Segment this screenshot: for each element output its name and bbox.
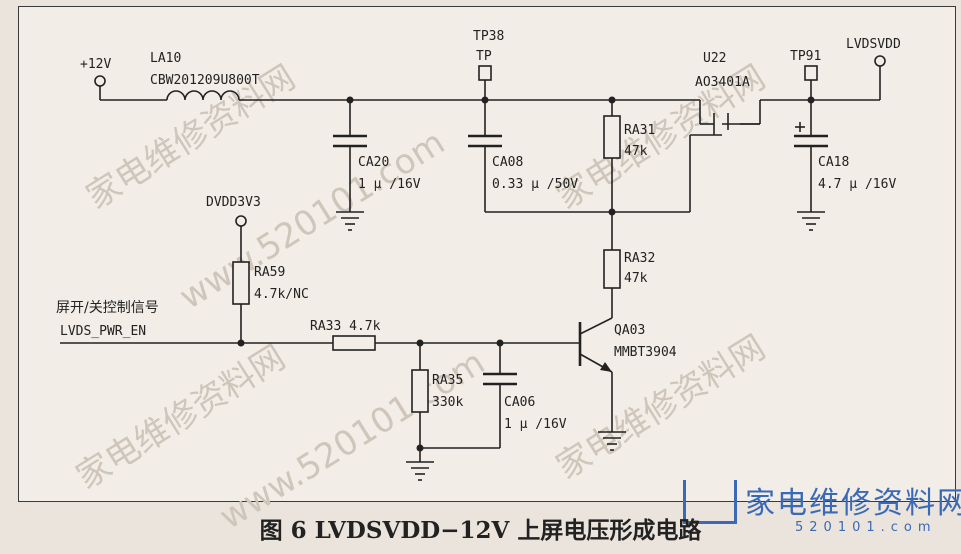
label-tp: TP: [476, 49, 492, 64]
label-la10-part: CBW201209U800T: [150, 73, 260, 88]
label-u22-part: AO3401A: [695, 75, 750, 90]
label-ca06: CA06: [504, 395, 535, 410]
schematic-frame: [18, 6, 956, 502]
label-tp38: TP38: [473, 29, 504, 44]
logo-text: 家电维修资料网: [745, 486, 961, 521]
logo-url: 520101.com: [795, 520, 937, 535]
label-ra32: RA32: [624, 251, 655, 266]
label-ca20: CA20: [358, 155, 389, 170]
label-ca20-val: 1 μ /16V: [358, 177, 421, 192]
label-ra59-val: 4.7k/NC: [254, 287, 309, 302]
label-ca06-val: 1 μ /16V: [504, 417, 567, 432]
label-ca18-val: 4.7 μ /16V: [818, 177, 896, 192]
label-ra32-val: 47k: [624, 271, 648, 286]
label-qa03: QA03: [614, 323, 645, 338]
label-signal-cn: 屏开/关控制信号: [56, 300, 159, 316]
label-ca08: CA08: [492, 155, 523, 170]
label-12v: +12V: [80, 57, 111, 72]
label-ra31-val: 47k: [624, 144, 648, 159]
label-dvdd3v3: DVDD3V3: [206, 195, 261, 210]
figure-caption: 图 6 LVDSVDD−12V 上屏电压形成电路: [259, 517, 702, 544]
label-qa03-part: MMBT3904: [614, 345, 677, 360]
label-ra33: RA33 4.7k: [310, 319, 381, 334]
label-ra59: RA59: [254, 265, 285, 280]
label-lvdsvdd: LVDSVDD: [846, 37, 901, 52]
label-ra35: RA35: [432, 373, 463, 388]
label-u22: U22: [703, 51, 726, 66]
label-signal-name: LVDS_PWR_EN: [60, 324, 146, 339]
site-logo: 家电维修资料网 520101.com: [683, 478, 961, 540]
label-ca18: CA18: [818, 155, 849, 170]
label-la10: LA10: [150, 51, 181, 66]
logo-mark-icon: [683, 480, 737, 524]
label-ra31: RA31: [624, 123, 655, 138]
label-tp91: TP91: [790, 49, 821, 64]
label-ra35-val: 330k: [432, 395, 463, 410]
label-ca08-val: 0.33 μ /50V: [492, 177, 578, 192]
